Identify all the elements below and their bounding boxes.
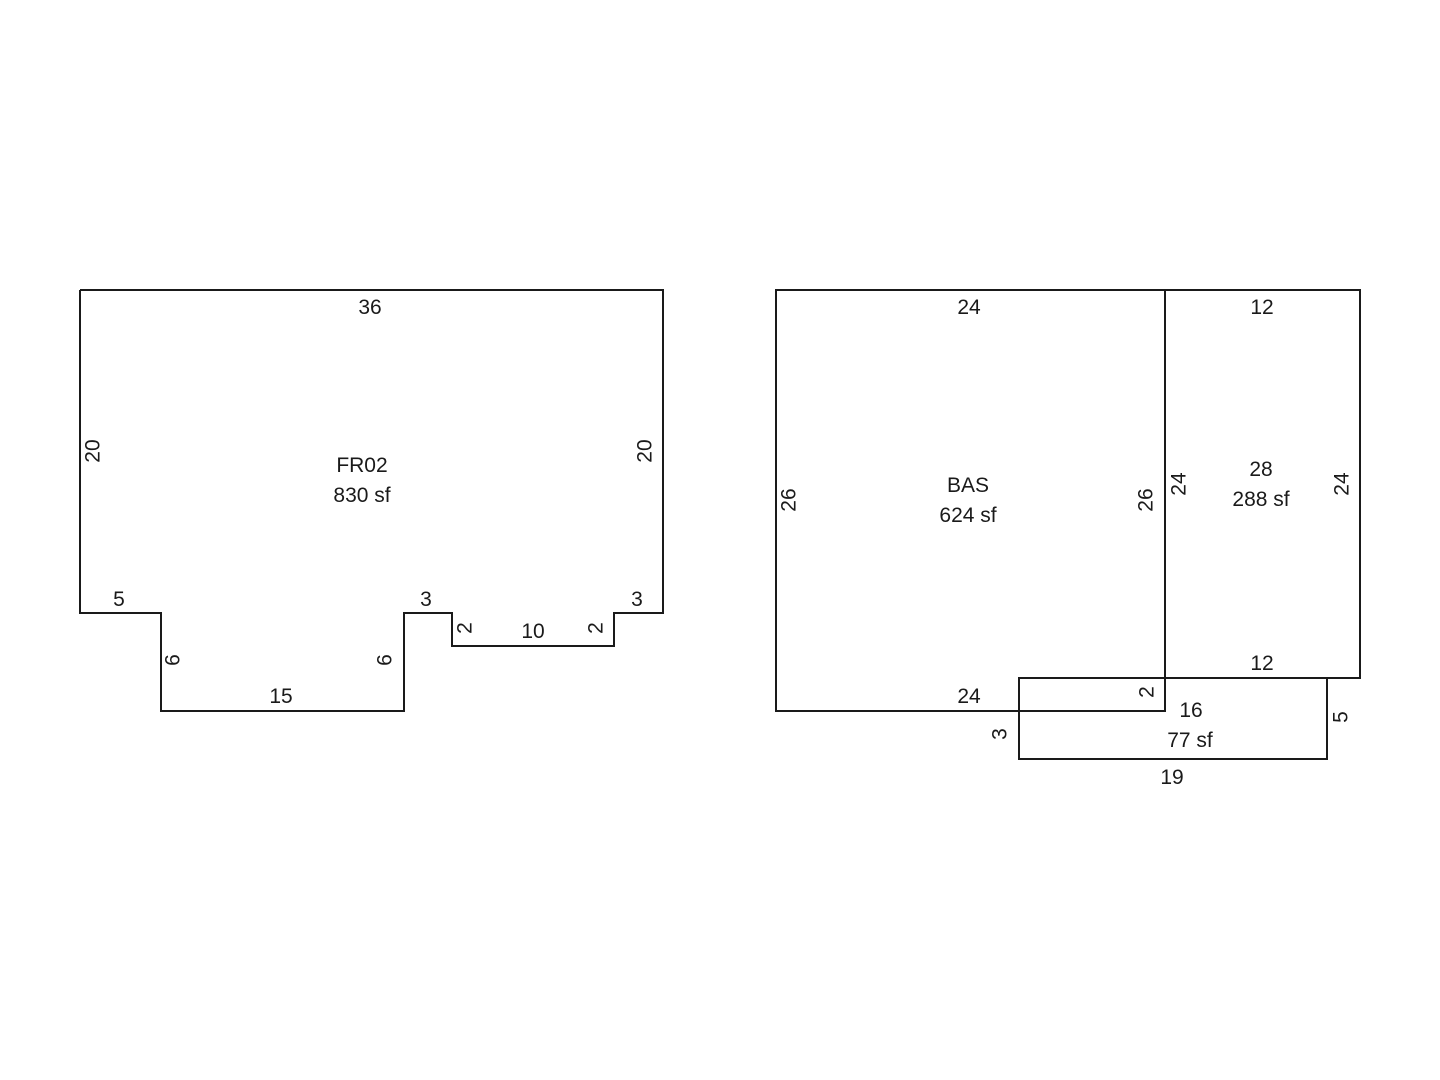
- porch-dim-right: 5: [1330, 711, 1353, 723]
- fr02-name: FR02: [336, 454, 387, 477]
- fr02-dim-step-left: 5: [113, 588, 125, 611]
- fr02-dim-step-mid: 3: [420, 588, 432, 611]
- fr02-dim-jog-right: 2: [585, 622, 608, 634]
- bas-dim-left: 26: [778, 488, 801, 511]
- porch-dim-bottom: 19: [1160, 766, 1183, 789]
- bas-dim-top: 24: [957, 296, 981, 319]
- addition-dim-bottom: 12: [1250, 652, 1273, 675]
- porch-dim-left: 3: [989, 728, 1012, 740]
- bas-dim-bottom: 24: [957, 685, 981, 708]
- porch-name: 16: [1179, 699, 1202, 722]
- bas-area: 624 sf: [939, 504, 996, 527]
- fr02-area: 830 sf: [333, 484, 390, 507]
- porch-area: 77 sf: [1167, 729, 1213, 752]
- bas-dim-right: 26: [1135, 488, 1158, 511]
- bas-dim-offset: 2: [1136, 686, 1159, 698]
- addition-dim-top: 12: [1250, 296, 1273, 319]
- fr02-dim-top: 36: [358, 296, 381, 319]
- fr02-dim-jog-left: 2: [454, 622, 477, 634]
- fr02-dim-right: 20: [634, 439, 657, 462]
- fr02-dim-notch-right: 6: [374, 654, 397, 666]
- fr02-dim-bottom-right: 10: [521, 620, 544, 643]
- addition-name: 28: [1249, 458, 1272, 481]
- bas-outline: [775, 289, 1166, 712]
- fr02-dim-notch-left: 6: [162, 654, 185, 666]
- fr02-outline: [79, 289, 664, 712]
- fr02-dim-left: 20: [82, 439, 105, 462]
- addition-area: 288 sf: [1232, 488, 1289, 511]
- fr02-dim-step-right: 3: [631, 588, 643, 611]
- addition-dim-left: 24: [1168, 472, 1191, 496]
- porch-outline: [1018, 677, 1328, 760]
- bas-name: BAS: [947, 474, 989, 497]
- fr02-dim-bottom: 15: [269, 685, 292, 708]
- addition-dim-right: 24: [1331, 472, 1354, 496]
